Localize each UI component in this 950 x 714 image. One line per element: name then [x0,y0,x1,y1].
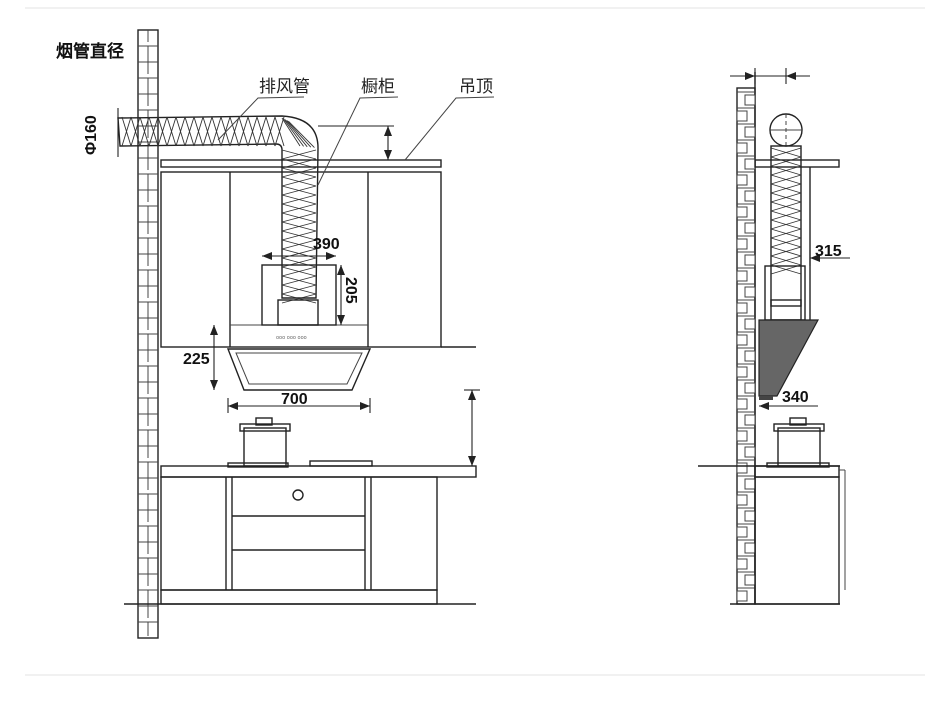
cooktop-with-pot [227,417,373,468]
dim-225-value: 225 [183,351,210,368]
label-cabinet: 橱柜 [361,77,395,96]
label-flue-diameter: 烟管直径 [56,41,124,61]
label-ceiling: 吊顶 [459,77,493,96]
side-exhaust-duct [764,145,806,321]
dim-hood-height [464,389,480,466]
dim-340: 340 [759,389,818,410]
dim-225 [210,325,218,390]
label-exhaust-pipe: 排风管 [259,77,310,96]
duct-section-circle [769,113,803,147]
leader-ceiling [404,96,495,161]
dim-205 [337,265,345,325]
svg-text:ooo ooo ooo: ooo ooo ooo [276,335,307,341]
dim-390-value: 390 [313,236,340,253]
dim-315-value: 315 [815,243,842,260]
dim-315: 315 [809,243,850,266]
side-view: 315 340 [698,68,850,605]
dim-700 [227,398,371,413]
base-cabinet [124,465,477,605]
side-base-cabinet [698,465,846,605]
brick-wall-right [736,72,756,605]
side-cooktop-with-pot [766,417,830,468]
label-pipe-size: Φ160 [83,115,100,155]
dim-205-value: 205 [342,277,359,304]
leader-cabinet [317,96,399,186]
ceiling-panel [160,159,442,168]
dim-390 [262,252,336,260]
leader-exhaust-pipe [217,96,305,141]
side-range-hood [758,319,820,397]
dim-700-value: 700 [281,391,308,408]
dim-340-value: 340 [782,389,809,406]
front-view: ooo ooo ooo [56,29,495,639]
dim-side-top [730,68,810,84]
chimney-cover: ooo ooo ooo [261,264,337,341]
side-ceiling-panel [754,159,840,168]
side-hood-lip [759,396,773,400]
dim-ceiling-drop [318,125,394,160]
range-hood [226,348,372,391]
